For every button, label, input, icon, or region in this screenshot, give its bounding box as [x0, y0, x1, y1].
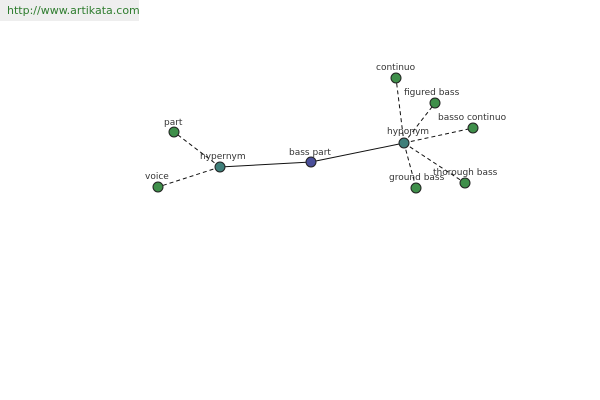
edge-center-to-hypernym [219, 161, 312, 168]
node-center[interactable] [305, 156, 317, 168]
node-ground-bass[interactable] [410, 182, 422, 194]
node-label-center[interactable]: bass part [289, 148, 331, 158]
edge-hypernym-to-voice [157, 166, 221, 188]
node-thorough-bass[interactable] [459, 177, 471, 189]
node-hyponym[interactable] [398, 137, 410, 149]
node-label-part[interactable]: part [164, 118, 183, 128]
node-continuo[interactable] [390, 72, 402, 84]
graph-labels: bass part hypernym hyponym part voice continu… [145, 63, 507, 183]
graph-edges [157, 77, 474, 189]
node-label-hypernym[interactable]: hypernym [200, 152, 246, 162]
site-url-link[interactable]: http://www.artikata.com [7, 4, 140, 17]
node-label-hyponym[interactable]: hyponym [387, 127, 429, 137]
node-label-voice[interactable]: voice [145, 172, 169, 182]
node-voice[interactable] [152, 181, 164, 193]
node-label-continuo[interactable]: continuo [376, 63, 416, 73]
edge-hyponym-to-ground-bass [403, 142, 417, 189]
node-label-basso-continuo[interactable]: basso continuo [438, 113, 507, 123]
edge-center-to-hyponym [310, 142, 405, 163]
edge-hypernym-to-part [173, 131, 221, 168]
node-label-thorough-bass[interactable]: thorough bass [433, 168, 498, 178]
edge-hyponym-to-continuo [395, 77, 405, 144]
node-label-figured-bass[interactable]: figured bass [404, 88, 460, 98]
node-part[interactable] [168, 126, 180, 138]
graph-nodes [152, 72, 479, 194]
node-label-ground-bass[interactable]: ground bass [389, 173, 445, 183]
node-basso-continuo[interactable] [467, 122, 479, 134]
edge-hyponym-to-basso-continuo [403, 127, 474, 144]
node-figured-bass[interactable] [429, 97, 441, 109]
node-hypernym[interactable] [214, 161, 226, 173]
edge-hyponym-to-figured-bass [403, 102, 436, 144]
edge-hyponym-to-thorough-bass [403, 142, 466, 184]
url-banner: http://www.artikata.com [0, 0, 140, 21]
